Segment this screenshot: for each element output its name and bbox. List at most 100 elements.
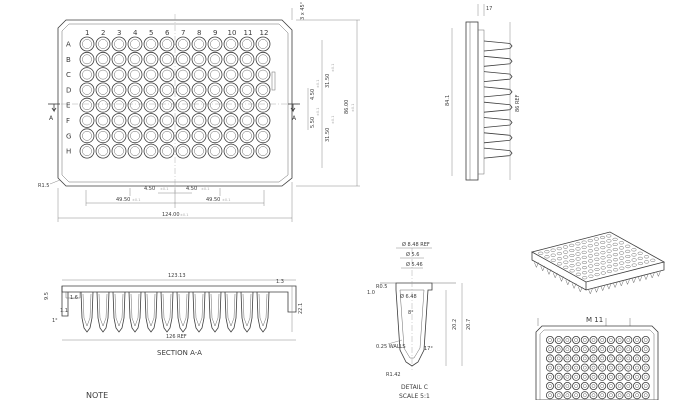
iso-well [631,253,637,257]
iso-well [569,243,575,247]
well-outer [239,51,255,67]
detail-scale: SCALE 5:1 [399,393,430,400]
well-outer [79,82,95,98]
well-outer [191,67,207,82]
well-inner [130,115,140,126]
well-outer [127,51,143,67]
well-outer [191,97,207,113]
bottom-view: M 11 [535,316,659,400]
section-tube-outer [160,291,174,333]
bottom-well-inner [617,384,622,388]
well-inner [82,39,92,49]
detail-tube-inner [399,289,425,359]
well-outer [143,51,159,67]
bottom-well-outer [615,363,624,372]
well-outer [223,143,239,159]
bottom-well-inner [626,374,631,379]
iso-well [612,258,619,262]
well-outer [223,51,239,67]
well-outer [255,97,271,113]
well-outer [111,36,127,52]
leader-radius [49,179,61,185]
dim-side-ref-label: 86 REF [515,94,521,112]
iso-well [612,247,618,252]
column-label: 2 [101,29,105,37]
bottom-well-inner [609,393,613,398]
iso-tip [534,262,539,269]
iso-well [588,259,594,263]
section-tube-outer [192,291,206,333]
iso-well [538,251,544,255]
dim-detail-ref-label: Ø 8.48 REF [402,241,430,248]
bottom-well-outer [598,391,607,400]
well-inner [146,39,156,49]
well-inner [82,54,92,65]
well-inner [146,130,156,141]
row-label: H [66,148,71,156]
well-inner [194,85,204,95]
well-inner [82,100,92,111]
well-outer [175,113,191,128]
iso-well [625,249,631,253]
section-a-a-view: 123.13 9.5 1.6 1.1 1.3 1° 22.1 126 REF S… [44,273,304,357]
iso-well [563,250,569,254]
column-label: 11 [244,29,253,37]
iso-well [631,248,637,252]
iso-well [625,260,631,264]
well-inner [194,54,204,65]
side-tube [483,71,513,82]
bottom-well-inner [643,338,648,342]
iso-well [613,268,619,272]
bottom-well-inner [574,374,578,379]
bottom-well-outer [598,363,607,372]
bottom-well-outer [554,345,563,354]
well-inner [242,146,252,156]
well-inner [146,115,156,126]
iso-well [625,265,631,269]
iso-tip [546,269,552,276]
iso-well [637,251,643,255]
bottom-well-outer [598,354,607,363]
bottom-well-outer [563,381,572,390]
dim-95-label: 9.5 [44,292,50,300]
well-inner [242,39,252,49]
iso-well [600,235,606,240]
bottom-well-inner [574,393,578,398]
well-inner [178,100,188,111]
well-outer [111,97,127,113]
iso-well [594,257,600,261]
well-inner [162,100,172,111]
well-outer [79,97,95,113]
bottom-well-outer [641,381,650,390]
well-outer [143,97,159,113]
well-outer [255,51,271,67]
iso-well [619,256,625,260]
bottom-well-inner [565,365,570,370]
well-outer [95,51,111,67]
dim-detail-546-label: Ø 5.46 [406,261,423,268]
section-tube-outer [80,291,94,333]
bottom-well-outer [563,391,572,400]
bottom-well-outer [546,391,555,400]
well-outer [223,82,239,98]
bottom-well-outer [624,391,633,400]
iso-well [606,254,612,258]
bottom-well-inner [548,393,552,398]
bottom-well-outer [546,345,555,354]
iso-well [594,273,600,277]
section-tube-outer [208,291,222,333]
iso-well [563,260,569,264]
bottom-well-inner [643,365,648,370]
well-outer [127,82,143,98]
bottom-well-inner [591,338,596,342]
section-tube-inner [114,293,124,327]
row-label: D [66,86,71,94]
iso-tip [606,284,612,290]
well-outer [191,51,207,67]
well-inner [162,54,172,65]
well-inner [178,146,188,156]
bottom-well-outer [615,354,624,363]
bottom-well-inner [635,365,639,370]
iso-well-grid [538,234,656,280]
section-marker-right: A [292,115,297,122]
